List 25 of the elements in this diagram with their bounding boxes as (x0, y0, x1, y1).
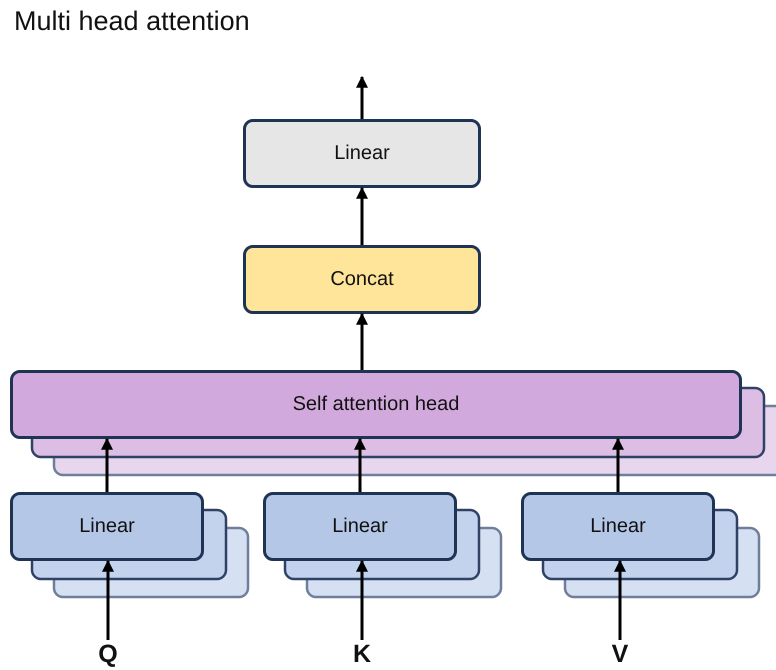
arrow (614, 560, 626, 640)
box-label: Self attention head (292, 393, 460, 416)
arrow (101, 438, 113, 492)
process-box (243, 245, 481, 314)
arrow (612, 438, 624, 492)
arrow (356, 186, 368, 245)
process-box (521, 492, 715, 561)
arrow (356, 76, 368, 119)
arrow (356, 312, 368, 370)
arrow (354, 438, 366, 492)
box-label: Linear (79, 515, 135, 538)
box-label: Linear (332, 515, 388, 538)
input-label: K (352, 640, 372, 668)
process-box (263, 492, 457, 561)
box-label: Linear (334, 142, 390, 165)
diagram-title: Multi head attention (14, 6, 250, 37)
process-box (10, 370, 742, 439)
input-label: Q (97, 640, 119, 668)
process-box (243, 119, 481, 188)
process-box (10, 492, 204, 561)
box-label: Concat (330, 268, 394, 291)
arrow (356, 560, 368, 640)
arrow (102, 560, 114, 640)
input-label: V (610, 640, 630, 668)
box-label: Linear (590, 515, 646, 538)
